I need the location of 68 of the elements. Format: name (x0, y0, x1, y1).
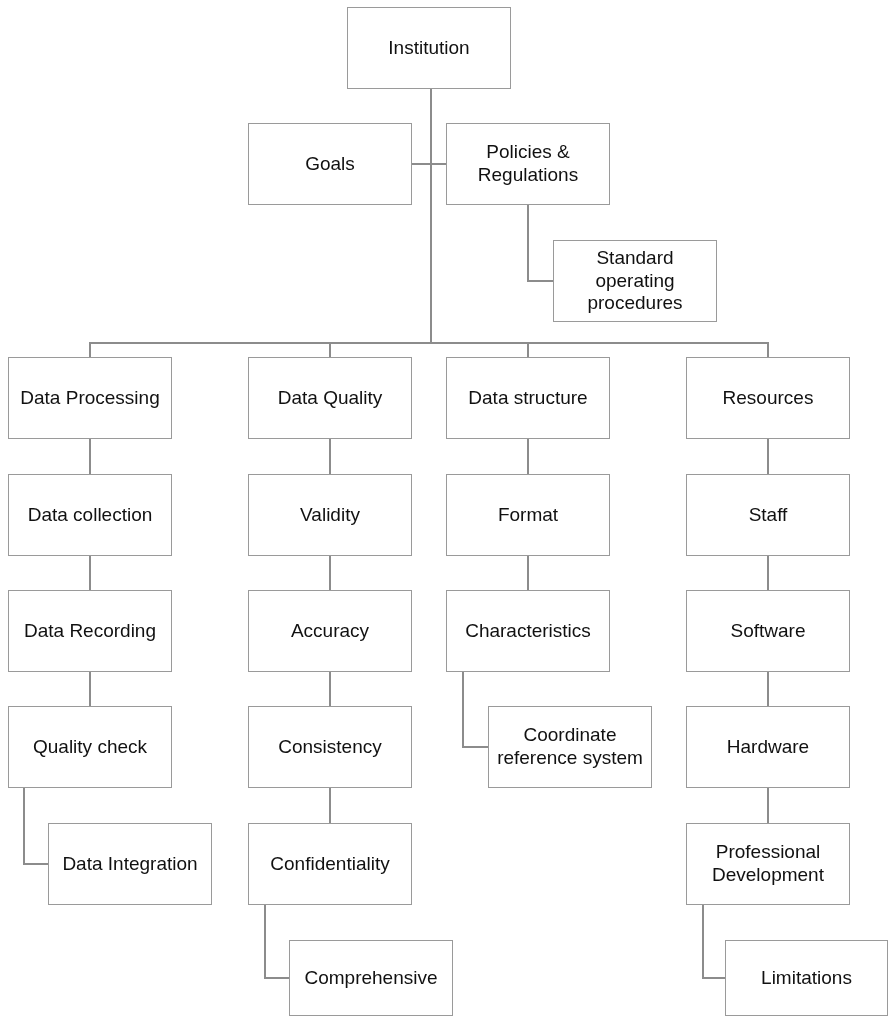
box-label: Validity (300, 503, 360, 527)
box-label: Limitations (761, 966, 852, 990)
box-label: Data Processing (20, 386, 160, 410)
connector-line (329, 671, 331, 707)
connector-line (702, 904, 726, 979)
org-box (248, 123, 412, 205)
org-box (347, 7, 511, 89)
connector-line (767, 555, 769, 591)
org-box (48, 823, 212, 905)
org-box (248, 590, 412, 672)
connector-line (329, 555, 331, 591)
box-label: Data Quality (277, 386, 383, 410)
org-box (553, 240, 717, 322)
box-label: Confidentiality (270, 852, 390, 876)
box-label: Goals (305, 152, 355, 176)
box-label: Data Recording (24, 619, 156, 643)
org-box (488, 706, 652, 788)
box-label: Professional Development (711, 841, 825, 887)
box-label: Software (730, 619, 806, 643)
box-label: Comprehensive (304, 966, 438, 990)
box-label: Standard operating procedures (586, 246, 684, 316)
connector-line (527, 555, 529, 591)
box-label: Data collection (27, 503, 153, 527)
org-box (446, 590, 610, 672)
org-box (248, 357, 412, 439)
connector-line (462, 671, 489, 748)
org-box (8, 474, 172, 556)
box-label: Format (497, 503, 559, 527)
org-box (8, 590, 172, 672)
box-label: Staff (748, 503, 788, 527)
org-box (446, 123, 610, 205)
org-box (446, 357, 610, 439)
org-box (248, 823, 412, 905)
org-box (289, 940, 453, 1016)
box-label: Institution (388, 36, 470, 60)
box-label: Coordinate reference system (496, 724, 644, 770)
connector-line (89, 438, 91, 475)
org-box (8, 357, 172, 439)
connector-line (767, 671, 769, 707)
box-label: Consistency (278, 735, 382, 759)
org-box (725, 940, 888, 1016)
box-label: Quality check (32, 735, 147, 759)
box-label: Data structure (468, 386, 588, 410)
connector-line (527, 438, 529, 475)
connector-line (329, 787, 331, 824)
connector-line (527, 204, 554, 282)
org-box (686, 706, 850, 788)
connector-line (264, 904, 290, 979)
box-label: Accuracy (290, 619, 370, 643)
connector-line (23, 787, 49, 865)
org-box (8, 706, 172, 788)
org-box (686, 590, 850, 672)
connector-line (767, 438, 769, 475)
connector-line (89, 671, 91, 707)
box-label: Data Integration (62, 852, 198, 876)
org-box (248, 706, 412, 788)
org-box (686, 823, 850, 905)
org-box (248, 474, 412, 556)
connector-line (767, 787, 769, 824)
box-label: Resources (722, 386, 814, 410)
org-box (686, 474, 850, 556)
box-label: Hardware (726, 735, 810, 759)
connector-line (329, 438, 331, 475)
org-box (686, 357, 850, 439)
box-label: Characteristics (465, 619, 591, 643)
box-label: Policies & Regulations (476, 141, 580, 187)
connector-line (89, 555, 91, 591)
org-box (446, 474, 610, 556)
